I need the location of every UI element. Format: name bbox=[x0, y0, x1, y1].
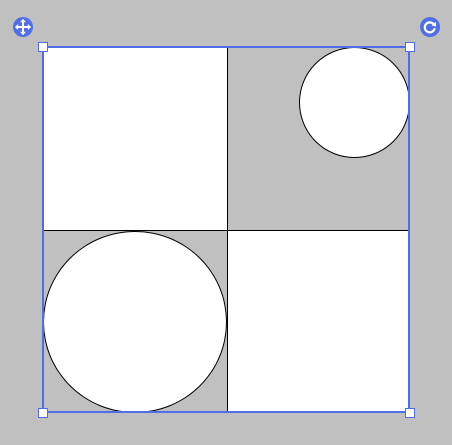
resize-handle-bottom-right[interactable] bbox=[405, 408, 415, 418]
resize-handle-bottom-left[interactable] bbox=[38, 408, 48, 418]
resize-handle-top-right[interactable] bbox=[405, 42, 415, 52]
selection-box[interactable] bbox=[42, 46, 410, 413]
rotate-icon[interactable] bbox=[419, 16, 441, 38]
large-circle bbox=[43, 231, 227, 413]
tile-bottom-right-white bbox=[227, 231, 410, 413]
move-arrows-icon[interactable] bbox=[12, 16, 34, 38]
small-circle bbox=[299, 47, 410, 158]
tile-top-left-white bbox=[43, 47, 227, 231]
grouped-figure[interactable] bbox=[43, 47, 410, 413]
horizontal-divider bbox=[43, 230, 410, 231]
resize-handle-top-left[interactable] bbox=[38, 42, 48, 52]
